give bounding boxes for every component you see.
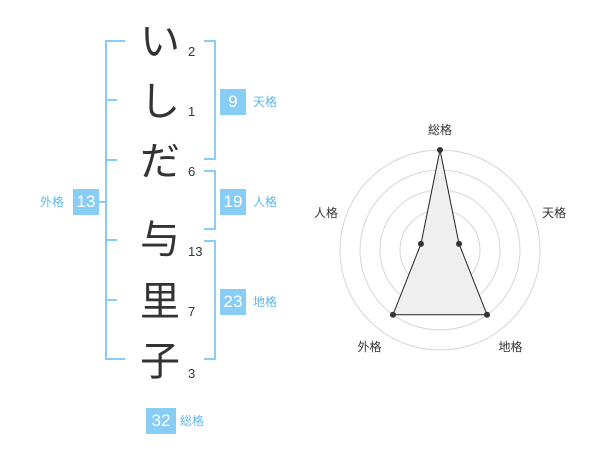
radar-area [392, 149, 488, 316]
chikaku-bracket [204, 240, 216, 360]
stroke-count-5: 7 [188, 304, 196, 319]
radar-axis-label-5: 人格 [314, 205, 338, 220]
stroke-count-6: 3 [188, 366, 196, 381]
bracket-tick [105, 299, 117, 301]
radar-axis-label-1: 総格 [428, 122, 452, 137]
chikaku-value: 23 [220, 289, 246, 315]
radar-axis-label-4: 外格 [357, 339, 381, 354]
name-char-1: い [140, 19, 180, 65]
radar-axis-label-2: 天格 [542, 205, 566, 220]
stroke-count-1: 2 [188, 44, 196, 59]
radar-point-2 [456, 240, 463, 247]
gaikaku-label: 外格 [40, 195, 65, 209]
jinkaku-label: 人格 [253, 195, 278, 209]
stroke-count-3: 6 [188, 164, 196, 179]
gaikaku-bracket [105, 40, 125, 360]
tenkaku-bracket [204, 40, 216, 160]
tenkaku-label: 天格 [253, 95, 278, 109]
stroke-count-4: 13 [188, 244, 203, 259]
gaikaku-value: 13 [73, 189, 99, 215]
name-char-4: 与 [140, 217, 180, 263]
gaikaku-connector [97, 201, 106, 203]
radar-point-1 [437, 147, 443, 153]
radar-point-5 [417, 240, 424, 247]
soukaku-value: 32 [146, 408, 176, 434]
name-char-6: 子 [140, 339, 180, 385]
tenkaku-value: 9 [220, 89, 246, 115]
stroke-count-2: 1 [188, 104, 196, 119]
name-char-2: し [140, 79, 180, 125]
radar-axis-label-3: 地格 [499, 339, 523, 354]
bracket-tick [105, 99, 117, 101]
name-char-3: だ [140, 139, 180, 185]
jinkaku-bracket [204, 170, 216, 230]
bracket-tick [105, 239, 117, 241]
soukaku-label: 総格 [180, 414, 205, 428]
radar-point-3 [484, 311, 491, 318]
radar-points [389, 147, 491, 318]
name-char-5: 里 [140, 279, 180, 325]
bracket-tick [105, 159, 117, 161]
jinkaku-value: 19 [220, 189, 246, 215]
radar-point-4 [389, 311, 396, 318]
chikaku-label: 地格 [253, 295, 278, 309]
